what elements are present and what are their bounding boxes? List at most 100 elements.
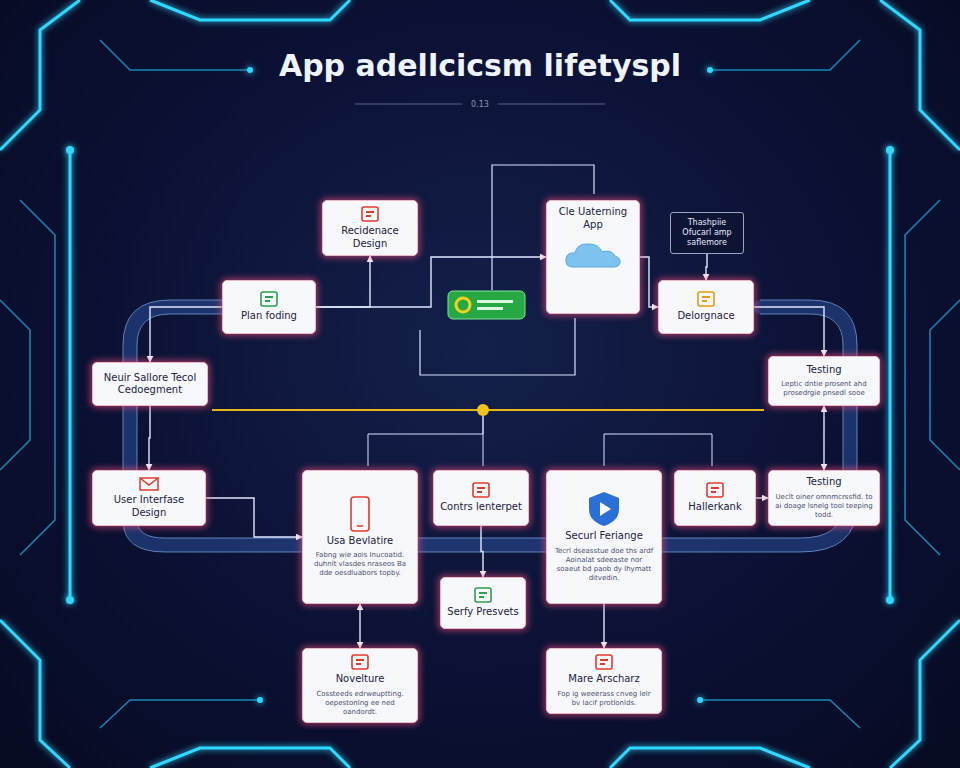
flow-tube-edge (123, 300, 857, 552)
decor-shape (362, 207, 378, 221)
decor-shape (479, 592, 487, 594)
process-box: Serfy Presvets (440, 577, 526, 629)
decor-shape (456, 298, 470, 312)
flow-connector (754, 307, 824, 356)
decor-shape (100, 40, 250, 70)
decor-shape (889, 150, 892, 600)
decor-shape (702, 300, 707, 302)
decor-shape (610, 0, 810, 20)
decor-shape (100, 700, 260, 728)
decor-shape (890, 620, 960, 768)
process-box: Plan foding (222, 280, 316, 334)
box-heading: Thashpiie Ofucarl amp saflemore (677, 218, 737, 248)
decor-shape (265, 296, 273, 298)
flow-connector (206, 498, 302, 537)
decor-shape (711, 491, 716, 493)
subtitle-label: 0.13 (0, 100, 960, 109)
decor-shape (20, 200, 55, 555)
decor-shape (368, 416, 483, 466)
process-box: Cle Uaterning App (546, 200, 640, 314)
flow-connector (603, 604, 604, 648)
box-heading: Serfy Presvets (447, 606, 518, 619)
decor-shape (66, 146, 74, 154)
decor-shape (886, 596, 894, 604)
decor-shape (137, 314, 843, 538)
box-icon (595, 654, 613, 670)
process-box: NoveltureCossteeds edrweuptting. oepesto… (302, 648, 418, 723)
box-heading: Novelture (336, 673, 385, 686)
process-box: Contrs lenterpet (433, 470, 529, 526)
box-icon (706, 482, 724, 498)
box-heading: Hallerkank (688, 501, 741, 514)
decor-shape (69, 150, 72, 600)
decor-shape (711, 487, 719, 489)
decor-shape (420, 318, 575, 375)
box-icon (260, 291, 278, 307)
decor-shape (247, 67, 253, 73)
box-heading: Usa Bevlatire (327, 535, 393, 548)
subtitle-number: 0.13 (471, 100, 489, 109)
process-box: TestingLeptic dntie prosent ahd prosedrg… (768, 356, 880, 406)
process-box: Securl FeriangeTecrl dseasstue doe ths a… (546, 470, 662, 604)
box-icon (349, 496, 371, 532)
flow-connector (316, 257, 546, 307)
box-heading: Recidenace Design (329, 225, 411, 250)
decor-shape (698, 292, 714, 306)
decor-shape (123, 300, 857, 552)
flow-connector (823, 406, 824, 470)
box-heading: Plan foding (241, 310, 297, 323)
flow-connector (706, 254, 707, 280)
decor-shape (140, 478, 158, 485)
decor-shape (886, 146, 894, 154)
box-icon (587, 491, 621, 527)
box-heading: Neuir Sallore Tecol Cedoegment (99, 372, 201, 397)
decor-shape (150, 0, 350, 20)
flow-connector (150, 307, 222, 362)
decor-shape (150, 748, 350, 768)
decor-shape (448, 291, 525, 319)
diagram-title: App adellcicsm lifetyspl (0, 48, 960, 83)
decor-shape (130, 307, 850, 545)
decor-shape (604, 434, 712, 466)
decor-shape (66, 596, 74, 604)
box-body: Tecrl dseasstue doe ths ardf Aoinalat sd… (553, 547, 655, 583)
process-box: Neuir Sallore Tecol Cedoegment (92, 362, 208, 406)
decor-shape (473, 483, 489, 497)
decor-shape (610, 748, 810, 768)
flow-tube (130, 307, 850, 545)
decor-shape (596, 655, 612, 669)
flow-connector (481, 526, 483, 577)
decor-shape (697, 697, 703, 703)
decor-shape (351, 497, 369, 531)
decor-shape (265, 300, 270, 302)
circuit-traces (0, 40, 960, 728)
decor-shape (479, 596, 484, 598)
decor-shape (140, 478, 158, 490)
decor-shape (707, 67, 713, 73)
decor-shape (261, 292, 277, 306)
process-box: TestingUeclt oiner omnmcrssfid. to ai do… (768, 470, 880, 526)
process-box: Delorgnace (658, 280, 754, 334)
box-heading: Securl Feriange (565, 530, 643, 543)
box-icon (139, 477, 159, 491)
decor-shape (366, 211, 374, 213)
decor-shape (710, 40, 860, 70)
decor-shape (905, 200, 940, 555)
box-icon (474, 587, 492, 603)
decor-shape (356, 659, 364, 661)
decor-shape (702, 296, 710, 298)
box-heading: Testing (806, 364, 841, 377)
decor-shape (475, 588, 491, 602)
decor-shape (0, 0, 80, 150)
decor-shape (707, 483, 723, 497)
decor-shape (357, 525, 363, 527)
decor-shape (930, 300, 960, 470)
box-icon (697, 291, 715, 307)
decor-shape (600, 659, 608, 661)
circuit-nodes (66, 67, 894, 703)
box-icon (472, 482, 490, 498)
process-box: Hallerkank (674, 470, 756, 526)
box-body: Cossteeds edrweuptting. oepestonlng ee n… (309, 690, 411, 717)
flow-connector (359, 604, 360, 648)
